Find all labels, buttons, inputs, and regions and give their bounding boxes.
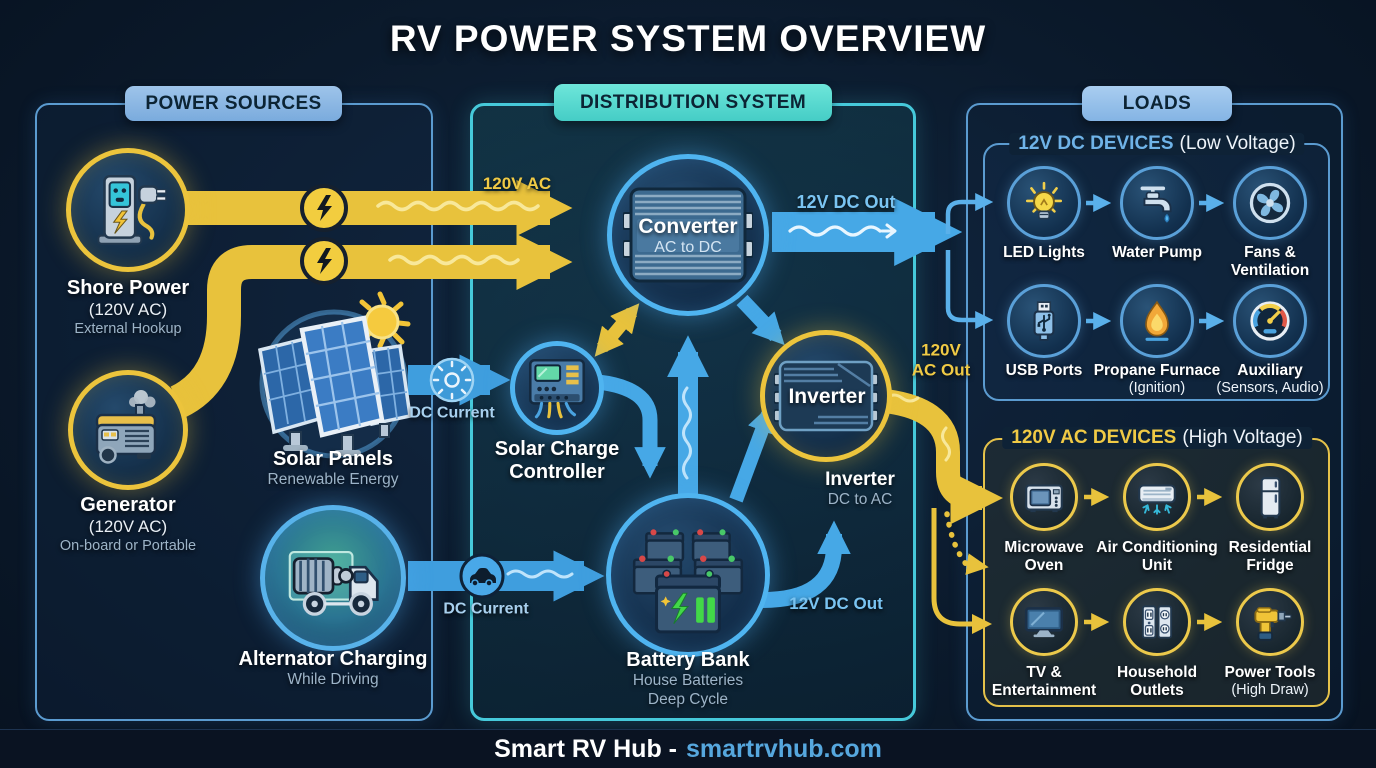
solar-panels-icon — [258, 291, 412, 459]
alternator-dc-wire — [408, 550, 605, 602]
controller-battery-arrow — [596, 374, 666, 479]
water-pump-device — [1120, 166, 1194, 240]
fridge-device — [1236, 463, 1304, 531]
ac-branch-dashed — [944, 511, 989, 576]
battery-inverter-arrow — [729, 402, 776, 503]
flame-icon — [1145, 300, 1169, 341]
battery-bank-label: Battery Bank House Batteries Deep Cycle — [626, 649, 750, 709]
auxiliary-label: Auxiliary (Sensors, Audio) — [1216, 362, 1324, 396]
shore-ac-flow-label: 120V AC — [482, 173, 552, 193]
lightning-bolt-badge — [300, 184, 348, 232]
solar-charge-controller-label: Solar Charge Controller — [494, 438, 620, 483]
tv-label: TV & Entertainment — [991, 664, 1097, 699]
led-lights-label: LED Lights — [1003, 244, 1085, 261]
inverter-label: Inverter DC to AC — [825, 469, 895, 509]
ac-devices-title: 120V AC DEVICES(High Voltage) — [1002, 427, 1312, 449]
converter-controller-arrow — [594, 303, 640, 357]
battery-bank-icon — [632, 529, 744, 634]
ac-row-arrows — [1084, 488, 1223, 631]
power-sources-header: POWER SOURCES — [125, 86, 342, 121]
alternator-dc-flow-label: DC Current — [443, 600, 529, 618]
tv-device — [1010, 588, 1078, 656]
outlets-label: Household Outlets — [1116, 664, 1198, 699]
air-conditioner-device — [1123, 463, 1191, 531]
solar-panels-label: Solar Panels Renewable Energy — [267, 448, 399, 489]
dc-branch-bottom — [945, 250, 994, 329]
dc-branch-top — [945, 193, 994, 234]
power-tools-label: Power Tools (High Draw) — [1224, 664, 1316, 698]
ac-branch-bottom — [931, 508, 992, 634]
battery-dc-out-arrow — [761, 520, 851, 608]
led-bulb-icon — [1025, 181, 1063, 220]
generator-ac-wire — [169, 233, 573, 418]
shore-power-node — [66, 148, 190, 272]
shore-power-ac-wire — [186, 179, 573, 237]
alternator-node — [260, 505, 406, 651]
converter-inverter-arrow — [736, 294, 785, 346]
generator-node — [68, 370, 188, 490]
microwave-icon — [1025, 484, 1063, 513]
usb-ports-label: USB Ports — [1005, 362, 1083, 379]
solar-dc-wire — [408, 354, 511, 406]
generator-icon — [95, 390, 157, 464]
ac-devices-title-main: 120V AC DEVICES — [1011, 427, 1177, 448]
fans-label: Fans & Ventilation — [1230, 244, 1310, 279]
battery-out-flow-label: 12V DC Out — [789, 593, 883, 613]
alternator-label: Alternator Charging While Driving — [238, 648, 428, 689]
inverter-node — [760, 330, 892, 462]
converter-icon — [623, 187, 753, 283]
dc-devices-title-sub: (Low Voltage) — [1179, 133, 1296, 154]
battery-converter-arrow — [667, 335, 709, 494]
drill-icon — [1254, 607, 1292, 641]
auxiliary-device — [1233, 284, 1307, 358]
fridge-label: Residential Fridge — [1228, 539, 1312, 574]
power-tools-device — [1236, 588, 1304, 656]
fans-device — [1233, 166, 1307, 240]
fan-icon — [1249, 182, 1291, 224]
tv-icon — [1024, 607, 1064, 638]
generator-label: Generator (120V AC) On-board or Portable — [59, 494, 197, 555]
air-conditioner-icon — [1138, 484, 1176, 515]
distribution-header: DISTRIBUTION SYSTEM — [554, 84, 832, 121]
solar-charge-controller-icon — [528, 358, 586, 419]
shore-power-icon — [97, 174, 167, 245]
microwave-label: Microwave Oven — [1004, 539, 1084, 574]
loads-header: LOADS — [1082, 86, 1232, 121]
air-conditioner-label: Air Conditioning Unit — [1096, 539, 1218, 574]
outlets-icon — [1141, 605, 1173, 639]
footer: Smart RV Hub - smartrvhub.com — [0, 729, 1376, 768]
propane-furnace-label: Propane Furnace (Ignition) — [1093, 362, 1221, 396]
inverter-icon — [774, 360, 878, 432]
footer-brand: Smart RV Hub - — [494, 735, 677, 763]
solar-panels-node — [250, 288, 418, 460]
usb-ports-device — [1007, 284, 1081, 358]
water-pump-label: Water Pump — [1112, 244, 1202, 261]
shore-power-label: Shore Power (120V AC) External Hookup — [66, 277, 190, 338]
water-pump-icon — [1140, 186, 1172, 223]
dc-devices-title: 12V DC DEVICES(Low Voltage) — [1009, 133, 1305, 155]
fridge-icon — [1260, 477, 1281, 519]
alternator-truck-icon — [288, 551, 379, 616]
microwave-device — [1010, 463, 1078, 531]
led-lights-device — [1007, 166, 1081, 240]
dc-devices-title-main: 12V DC DEVICES — [1018, 133, 1174, 154]
solar-dc-flow-label: DC Current — [409, 404, 495, 422]
battery-bank-node — [606, 493, 770, 657]
inverter-out-flow-label: 120V AC Out — [911, 340, 971, 380]
ac-devices-title-sub: (High Voltage) — [1182, 427, 1303, 448]
page-title: RV POWER SYSTEM OVERVIEW — [389, 18, 987, 59]
converter-node — [607, 154, 769, 316]
propane-furnace-device — [1120, 284, 1194, 358]
solar-charge-controller-node — [510, 341, 604, 435]
footer-site-link[interactable]: smartrvhub.com — [686, 735, 882, 763]
dc-row-arrows — [1086, 194, 1225, 330]
car-badge — [459, 553, 505, 599]
lightning-bolt-badge — [300, 237, 348, 285]
converter-dc-out-arrow — [772, 197, 963, 267]
outlets-device — [1123, 588, 1191, 656]
converter-out-flow-label: 12V DC Out — [796, 192, 896, 213]
usb-icon — [1033, 301, 1055, 341]
gauge-icon — [1250, 301, 1290, 341]
